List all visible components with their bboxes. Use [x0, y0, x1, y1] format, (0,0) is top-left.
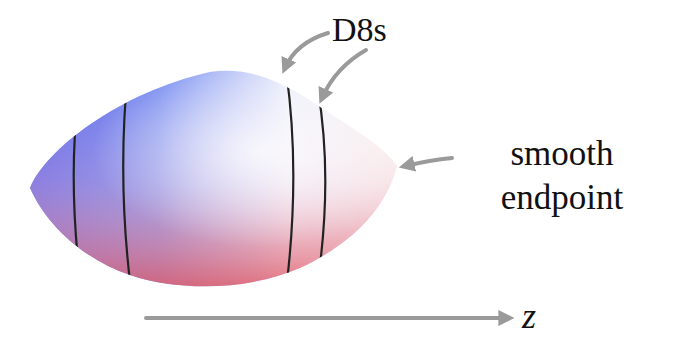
leader-arrows — [146, 33, 508, 318]
brane-body — [0, 60, 420, 300]
brane-label: D8s — [332, 10, 387, 50]
axis-label: z — [522, 296, 536, 336]
d8-lines — [74, 70, 326, 290]
endpoint-label: smooth endpoint — [446, 132, 678, 220]
